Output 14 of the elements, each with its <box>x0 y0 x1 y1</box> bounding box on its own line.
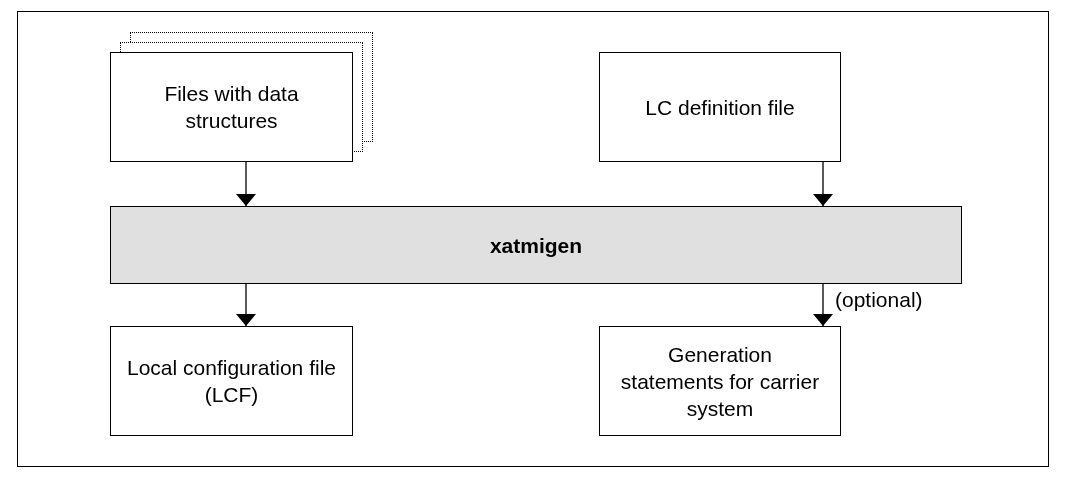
box-label: LC definition file <box>644 94 796 121</box>
arrow <box>236 283 256 327</box>
file-box <box>110 52 353 162</box>
arrow <box>813 161 833 207</box>
process-band <box>110 206 962 284</box>
box-label: Local configuration file (LCF) <box>126 355 337 408</box>
box-label: Files with data structures <box>163 81 300 134</box>
box-label: Generation statements for carrier system <box>619 341 821 422</box>
arrow <box>813 283 833 327</box>
file-box <box>599 326 841 436</box>
file-box <box>599 52 841 162</box>
file-box <box>110 326 353 436</box>
arrow <box>236 161 256 207</box>
process-name: xatmigen <box>488 232 584 259</box>
